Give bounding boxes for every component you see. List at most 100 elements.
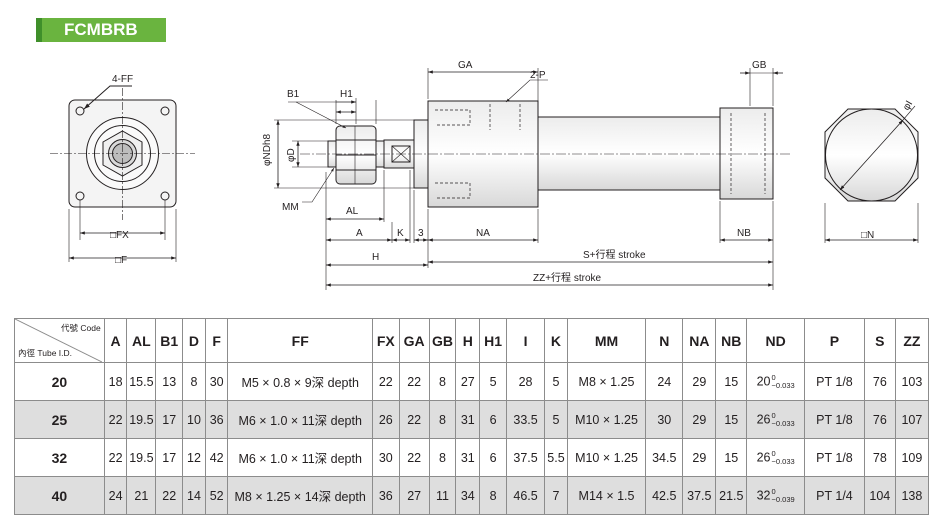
label-nd: φNDh8 [262,134,273,166]
cell-nb: 15 [715,362,748,401]
model-title-badge: FCMBRB [36,18,166,42]
cell-al: 19.5 [126,438,157,477]
nd-tolerance-lower: −0.033 [771,418,795,428]
label-na: NA [476,228,490,239]
cell-zz: 107 [894,400,930,439]
cell-nb: 15 [715,400,748,439]
cell-f: 36 [204,400,229,439]
nd-tolerance: 0−0.033 [771,372,795,390]
cell-k: 5 [544,362,568,401]
label-p: 2-P [530,70,546,81]
cell-al: 19.5 [126,400,157,439]
cell-ff: M8 × 1.25 × 14深 depth [227,476,373,515]
tube-id-cell: 25 [14,400,105,439]
cell-d: 12 [182,438,206,477]
nd-tolerance-upper: 0 [771,486,776,496]
cell-al: 15.5 [126,362,157,401]
cell-mm: M10 × 1.25 [566,438,647,477]
cell-fx: 30 [371,438,400,477]
cell-ff: M6 × 1.0 × 11深 depth [227,438,373,477]
cell-i: 28 [505,362,546,401]
nd-value: 26 [756,411,771,426]
cell-ff: M5 × 0.8 × 9深 depth [227,362,373,401]
cell-n: 30 [645,400,684,439]
header-h: H [455,318,481,363]
cell-s: 76 [863,400,896,439]
corner-diagonal [15,319,102,362]
cell-ff: M6 × 1.0 × 11深 depth [227,400,373,439]
cell-b1: 22 [155,476,184,515]
cell-p: PT 1/8 [804,400,865,439]
nd-tolerance-upper: 0 [771,372,776,382]
end-view [824,105,919,243]
label-f: □F [115,255,127,266]
cell-p: PT 1/4 [804,476,865,515]
cell-na: 29 [682,400,717,439]
cell-fx: 22 [371,362,400,401]
front-view [50,85,195,262]
cell-i: 37.5 [505,438,546,477]
tube-id-cell: 40 [14,476,105,515]
cell-k: 5 [544,400,568,439]
nd-tolerance: 0−0.033 [771,411,795,428]
header-a: A [103,318,128,363]
header-p: P [804,318,865,363]
tube-id-cell: 20 [14,362,105,401]
cell-p: PT 1/8 [804,362,865,401]
nd-tolerance-lower: −0.033 [771,380,795,390]
header-f: F [204,318,229,363]
label-ff: 4-FF [112,74,133,85]
label-k: K [397,228,404,239]
header-h1: H1 [479,318,507,363]
nd-value: 20 [756,373,771,388]
cell-ga: 27 [398,476,430,515]
cell-h: 31 [455,438,481,477]
header-nb: NB [715,318,748,363]
label-b1: B1 [287,89,300,100]
technical-drawing: 4-FF □FX □F [50,60,919,290]
header-mm: MM [566,318,647,363]
cell-gb: 8 [428,438,457,477]
cell-n: 24 [645,362,684,401]
cell-i: 46.5 [505,476,546,515]
cell-d: 14 [182,476,206,515]
header-b1: B1 [155,318,184,363]
cell-s: 76 [863,362,896,401]
cell-h: 34 [455,476,481,515]
cell-h: 27 [455,362,481,401]
header-i: I [505,318,546,363]
cell-nb: 15 [715,438,748,477]
cell-na: 37.5 [682,476,717,515]
header-na: NA [682,318,717,363]
header-ff: FF [227,318,373,363]
nd-tolerance-upper: 0 [771,448,776,458]
header-nd: ND [746,318,806,363]
cell-h1: 5 [479,362,507,401]
cell-zz: 138 [894,476,930,515]
nd-tolerance-lower: −0.039 [771,494,795,504]
cell-fx: 36 [371,476,400,515]
cell-zz: 103 [894,362,930,401]
label-i: φI [901,99,915,113]
cell-al: 21 [126,476,157,515]
nd-tolerance: 0−0.039 [771,486,795,504]
header-k: K [544,318,568,363]
cell-s: 78 [863,438,896,477]
cell-gb: 11 [428,476,457,515]
cell-k: 7 [544,476,568,515]
cell-h1: 6 [479,400,507,439]
label-nb: NB [737,228,751,239]
cell-b1: 17 [155,400,184,439]
cell-na: 29 [682,362,717,401]
nd-tolerance: 0−0.033 [771,448,795,466]
cell-h: 31 [455,400,481,439]
cell-h1: 6 [479,438,507,477]
